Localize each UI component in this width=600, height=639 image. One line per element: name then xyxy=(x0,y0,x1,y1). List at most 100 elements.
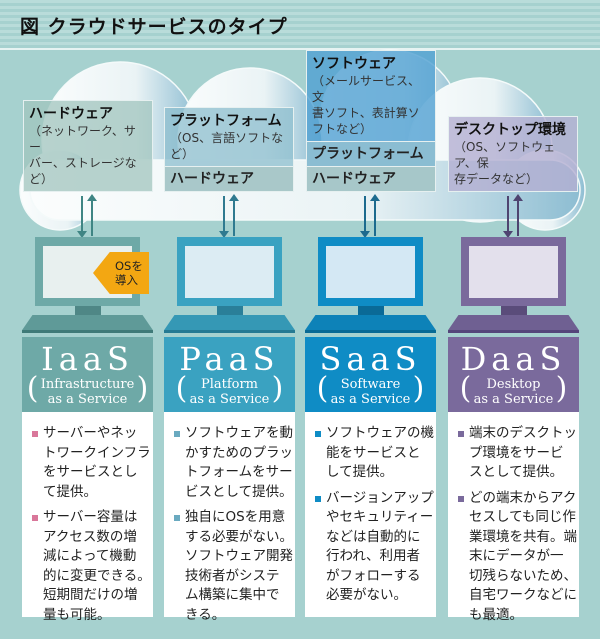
item-text: きる。 xyxy=(185,606,226,623)
item-text: スとして提供。 xyxy=(469,464,564,480)
layer-desc: （ネットワーク、サー xyxy=(29,124,136,154)
full-name-line: Infrastructure xyxy=(40,377,135,392)
full-name-line: Desktop xyxy=(486,377,541,392)
item-line: セスしても同じ作 xyxy=(458,508,576,528)
item-text: 減によって機動 xyxy=(43,548,137,564)
full-name-line: as a Service xyxy=(473,392,554,407)
down-arrow-icon xyxy=(503,196,513,238)
callout-text: OSを xyxy=(115,259,143,273)
up-arrow-icon xyxy=(370,194,380,236)
item-text: サーバー容量は xyxy=(43,509,138,525)
item-text: も最適。 xyxy=(469,606,523,623)
full-name-line: as a Service xyxy=(189,392,270,407)
service-name: PaaS xyxy=(179,340,280,378)
callout-text: 導入 xyxy=(115,273,138,287)
item-text: ビスとして提供。 xyxy=(185,483,293,500)
keyboard-icon xyxy=(305,315,436,333)
monitor-icon xyxy=(177,237,282,306)
monitor-icon xyxy=(318,237,423,306)
up-arrow-icon xyxy=(513,194,523,236)
bullet-icon xyxy=(315,495,321,502)
layer-heading: プラットフォーム xyxy=(170,113,282,129)
item-text: などは自動的に xyxy=(326,528,421,545)
paas-description-box: ソフトウェアを動かすためのプラットフォームをサービスとして提供。独自にOSを用意… xyxy=(164,412,295,623)
item-line: 的に変更できる。 xyxy=(32,567,151,587)
item-text: がフォローする xyxy=(326,567,421,584)
list-item: サーバーやネットワークインフラをサービスとして提供。 xyxy=(32,424,151,502)
layer-desc: （OS、ソフトウェア、保 xyxy=(454,140,556,170)
list-item: 端末のデスクトップ環境をサービスとして提供。 xyxy=(458,424,577,483)
bullet-icon xyxy=(174,515,180,521)
item-text: 能をサービスと xyxy=(326,444,421,461)
item-line: かすためのプラッ xyxy=(174,444,293,464)
item-line: 末にデータが一 xyxy=(458,547,573,567)
item-line: 量も可能。 xyxy=(32,606,147,626)
item-text: 末にデータが一 xyxy=(469,548,564,564)
iaas-description-box: サーバーやネットワークインフラをサービスとして提供。サーバー容量はアクセス数の増… xyxy=(22,412,153,623)
hardware-layer: ハードウェア xyxy=(165,166,293,191)
iaas-hardware-layer: ハードウェア （ネットワーク、サー バー、ストレージなど） xyxy=(23,100,153,192)
bullet-icon xyxy=(458,495,464,502)
item-text: する必要がない。 xyxy=(185,528,293,545)
layer-desc: 書ソフト、表計算ソ xyxy=(312,106,420,120)
item-line: などは自動的に xyxy=(315,528,430,548)
down-arrow-icon xyxy=(77,196,87,238)
layer-desc: 存データなど） xyxy=(454,172,539,186)
item-line: きる。 xyxy=(174,606,289,626)
item-text: 必要がない。 xyxy=(326,587,407,603)
layer-desc: バー、ストレージなど） xyxy=(29,156,137,186)
item-text: トフォームをサー xyxy=(185,464,293,480)
item-line: ソフトウェア開発 xyxy=(174,547,293,567)
item-text: 短期間だけの増 xyxy=(43,587,138,603)
layer-heading: ハードウェア xyxy=(29,106,113,122)
down-arrow-icon xyxy=(219,196,229,238)
saas-description-box: ソフトウェアの機能をサービスとして提供。バージョンアップやセキュリティーなどは自… xyxy=(305,412,436,617)
item-line: 切残らないため、 xyxy=(458,567,577,587)
list-item: ソフトウェアを動かすためのプラットフォームをサービスとして提供。 xyxy=(174,424,293,503)
keyboard-icon xyxy=(22,315,153,333)
item-line: ビスとして提供。 xyxy=(174,483,293,503)
list-item: バージョンアップやセキュリティーなどは自動的に行われ、利用者がフォローする必要が… xyxy=(315,489,434,606)
paas-layer-stack: プラットフォーム （OS、言語ソフトなど） ハードウェア xyxy=(164,107,294,192)
list-item: 独自にOSを用意する必要がない。ソフトウェア開発技術者がシステム構築に集中できる… xyxy=(174,508,293,626)
layer-desc: （OS、言語ソフトなど） xyxy=(170,131,284,161)
platform-layer: プラットフォーム xyxy=(307,141,435,166)
bullet-icon xyxy=(32,431,38,437)
service-name: IaaS xyxy=(41,340,134,378)
daas-description-box: 端末のデスクトップ環境をサービスとして提供。どの端末からアクセスしても同じ作業環… xyxy=(448,412,579,623)
item-text: トワークインフラ xyxy=(43,444,151,461)
service-name: DaaS xyxy=(460,340,567,378)
item-text: どの端末からアク xyxy=(469,489,577,506)
item-text: やセキュリティー xyxy=(326,509,434,525)
item-text: ソフトウェア開発 xyxy=(185,548,293,564)
full-name-line: as a Service xyxy=(47,392,128,407)
item-text: ソフトウェアの機 xyxy=(326,425,434,441)
daas-desktop-layer: デスクトップ環境 （OS、ソフトウェア、保 存データなど） xyxy=(448,116,578,192)
item-text: 切残らないため、 xyxy=(469,567,577,584)
layer-desc: フトなど） xyxy=(312,122,373,136)
saas-layer-stack: ソフトウェア （メールサービス、文 書ソフト、表計算ソ フトなど） プラットフォ… xyxy=(306,50,436,192)
item-line: ソフトウェアの機 xyxy=(315,424,434,444)
hardware-layer: ハードウェア xyxy=(307,166,435,191)
item-text: セスしても同じ作 xyxy=(469,509,576,525)
item-line: バージョンアップ xyxy=(315,489,434,509)
item-line: サーバーやネッ xyxy=(32,424,147,444)
item-line: 必要がない。 xyxy=(315,586,430,606)
service-name: SaaS xyxy=(319,340,422,378)
item-line: ム構築に集中で xyxy=(174,586,289,606)
item-text: プ環境をサービ xyxy=(469,444,564,461)
item-text: 的に変更できる。 xyxy=(43,567,151,584)
item-line: やセキュリティー xyxy=(315,508,434,528)
item-line: をサービスとし xyxy=(32,463,147,483)
list-item: ソフトウェアの機能をサービスとして提供。 xyxy=(315,424,434,483)
keyboard-icon xyxy=(448,315,579,333)
item-text: 行われ、利用者 xyxy=(326,548,420,564)
full-name-line: Software xyxy=(340,377,401,392)
list-item: どの端末からアクセスしても同じ作業環境を共有。端末にデータが一切残らないため、自… xyxy=(458,489,577,626)
item-line: がフォローする xyxy=(315,567,430,587)
